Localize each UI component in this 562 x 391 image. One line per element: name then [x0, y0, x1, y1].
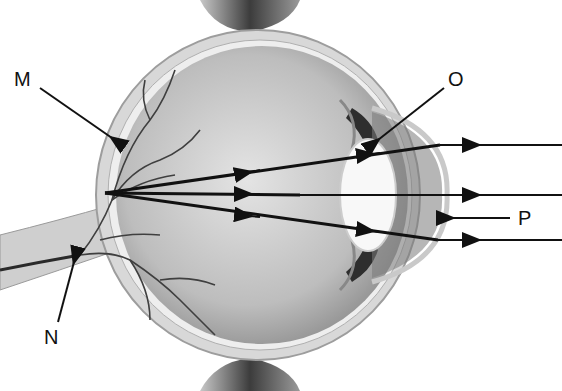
muscle: [200, 0, 300, 32]
part-label: N: [44, 326, 58, 348]
light-rays: [105, 145, 562, 240]
muscle: [200, 358, 300, 391]
part-label: M: [14, 68, 31, 90]
part-label: O: [448, 68, 464, 90]
part-label: P: [518, 207, 531, 229]
leader-lines: [40, 88, 510, 322]
